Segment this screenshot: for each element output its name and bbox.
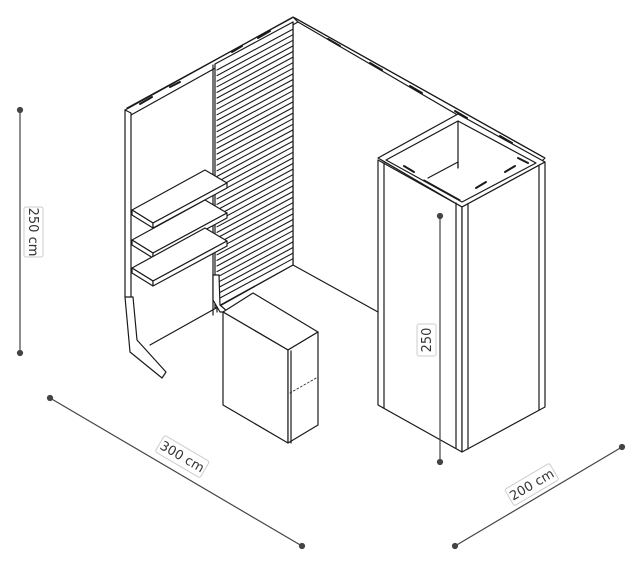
height-label-text: 250 cm [25, 208, 40, 257]
dimension-lines [16, 106, 626, 550]
height-dimension-dot-bottom [16, 349, 24, 357]
slatwall-groove [216, 134, 294, 177]
slatwall-panel [214, 21, 294, 309]
slatwall-groove [216, 258, 294, 301]
slatwall-groove [216, 252, 294, 295]
slatwall-groove [216, 118, 294, 161]
slatwall-groove [216, 62, 294, 105]
slatwall-groove [216, 196, 294, 239]
slatwall-groove [216, 207, 294, 250]
left-foot [124, 296, 167, 379]
slatwall-groove [216, 73, 294, 116]
cabin-height-dimension-dot-bottom [436, 458, 444, 466]
slatwall-groove [216, 157, 294, 200]
counter [222, 292, 319, 444]
slatwall-groove [216, 67, 294, 110]
slatwall-groove [216, 168, 294, 211]
slatwall-groove [216, 190, 294, 233]
slatwall-groove [216, 179, 294, 222]
slatwall-groove [216, 151, 294, 194]
slatwall-groove [216, 185, 294, 228]
slatwall-groove [216, 90, 294, 133]
slatwall-groove [216, 140, 294, 183]
cabin-height-label: 250 [416, 323, 437, 357]
shelf-top [131, 169, 228, 229]
shelf-bottom [131, 227, 228, 287]
slatwall-groove [216, 246, 294, 289]
depth-dimension-dot-left [451, 542, 459, 550]
slatwall-groove [216, 95, 294, 138]
slatwall-groove [216, 129, 294, 172]
depth-label: 200 cm [504, 463, 559, 506]
slatwall-groove [216, 84, 294, 127]
slatwall-groove [216, 101, 294, 144]
slatwall-groove [216, 45, 294, 88]
depth-dimension-line [454, 446, 623, 547]
cabin-height-dimension-dot-top [436, 212, 444, 220]
width-dimension-dot-right [298, 542, 306, 550]
slatwall-groove [216, 106, 294, 149]
width-label: 300 cm [155, 435, 210, 478]
slatwall-groove [216, 28, 294, 71]
slatwall-groove [216, 146, 294, 189]
slatwall-groove [216, 112, 294, 155]
slatwall-groove [216, 162, 294, 205]
width-dimension-dot-left [46, 394, 54, 402]
height-dimension-dot-top [16, 106, 24, 114]
slatwall-groove [216, 213, 294, 256]
cabin-height-label-text: 250 [420, 328, 435, 353]
height-label: 250 cm [23, 206, 44, 258]
slatwall-groove [216, 235, 294, 278]
slatwall-groove [216, 50, 294, 93]
slatwall-groove [216, 230, 294, 273]
slatwall-groove [216, 39, 294, 82]
depth-dimension-dot-right [618, 443, 626, 451]
storage-cabin [377, 113, 546, 453]
slatwall-groove [216, 56, 294, 99]
slatwall-groove [216, 78, 294, 121]
slatwall-groove [216, 224, 294, 267]
slatwall-groove [216, 174, 294, 217]
slatwall-groove [216, 241, 294, 284]
slatwall-groove [216, 218, 294, 261]
width-dimension-line [49, 397, 303, 547]
slatwall-groove [216, 123, 294, 166]
slatwall-groove [216, 34, 294, 77]
slatwall-groove [216, 202, 294, 245]
